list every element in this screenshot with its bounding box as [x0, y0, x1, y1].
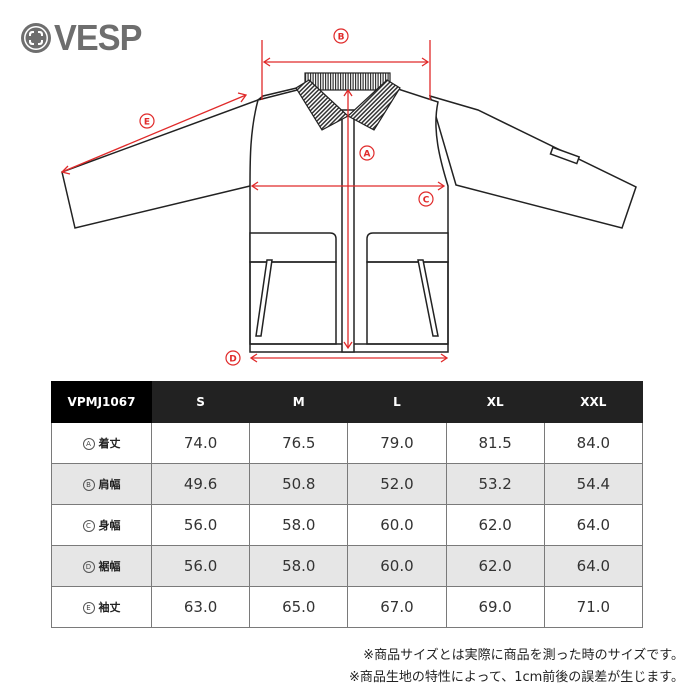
table-cell: 71.0: [543, 586, 644, 628]
table-cell: 53.2: [445, 463, 545, 505]
model-number-header: VPMJ1067: [51, 381, 152, 423]
note-line: ※商品生地の特性によって、1cm前後の誤差が生じます。: [349, 670, 684, 685]
table-cell: 69.0: [445, 586, 545, 628]
table-cell: 62.0: [445, 504, 545, 546]
marker-a: A: [364, 150, 371, 160]
size-notes: ※商品サイズとは実際に商品を測った時のサイズです。 ※商品生地の特性によって、1…: [349, 645, 684, 689]
size-header: M: [249, 381, 349, 423]
table-cell: 84.0: [543, 422, 644, 464]
table-cell: 52.0: [347, 463, 447, 505]
table-cell: 58.0: [249, 545, 349, 587]
circled-letter-icon: B: [82, 479, 95, 491]
table-cell: 54.4: [543, 463, 644, 505]
table-cell: 64.0: [543, 504, 644, 546]
size-header: L: [347, 381, 447, 423]
row-label-text: 袖丈: [98, 601, 121, 614]
measurement-lines: [60, 40, 449, 363]
marker-e: E: [144, 118, 150, 128]
row-label-text: 着丈: [98, 437, 121, 450]
circled-letter-icon: A: [82, 438, 95, 450]
table-cell: 56.0: [150, 504, 251, 546]
circled-letter-icon: C: [82, 520, 95, 532]
brand-emblem-icon: [21, 23, 51, 53]
table-cell: 56.0: [150, 545, 251, 587]
table-cell: 79.0: [347, 422, 447, 464]
table-cell: 62.0: [445, 545, 545, 587]
size-header: XXL: [543, 381, 644, 423]
row-label-text: 裾幅: [98, 560, 121, 573]
row-label-text: 肩幅: [98, 478, 121, 491]
size-header: XL: [445, 381, 545, 423]
table-cell: 67.0: [347, 586, 447, 628]
table-cell: 50.8: [249, 463, 349, 505]
marker-d: D: [229, 355, 236, 365]
row-label-text: 身幅: [98, 519, 121, 532]
table-cell: 74.0: [150, 422, 251, 464]
table-header-row: VPMJ1067 S M L XL XXL: [51, 381, 644, 423]
note-line: ※商品サイズとは実際に商品を測った時のサイズです。: [363, 648, 684, 663]
table-cell: 60.0: [347, 504, 447, 546]
marker-c: C: [423, 196, 430, 206]
size-header: S: [150, 381, 251, 423]
jacket-measurement-diagram: B A C D E: [60, 28, 637, 366]
table-cell: 63.0: [150, 586, 251, 628]
table-cell: 49.6: [150, 463, 251, 505]
collar-left: [295, 79, 350, 131]
collar-right: [346, 79, 401, 131]
brand-logo: VESP: [20, 17, 146, 58]
table-cell: 81.5: [445, 422, 545, 464]
table-cell: 76.5: [249, 422, 349, 464]
brand-name: VESP: [54, 17, 142, 58]
table-cell: 64.0: [543, 545, 644, 587]
circled-letter-icon: E: [82, 602, 95, 614]
jacket-outline: [61, 84, 637, 353]
measurement-markers: [139, 28, 434, 366]
marker-b: B: [338, 33, 345, 43]
table-cell: 60.0: [347, 545, 447, 587]
circled-letter-icon: D: [82, 561, 95, 573]
table-cell: 58.0: [249, 504, 349, 546]
table-cell: 65.0: [249, 586, 349, 628]
